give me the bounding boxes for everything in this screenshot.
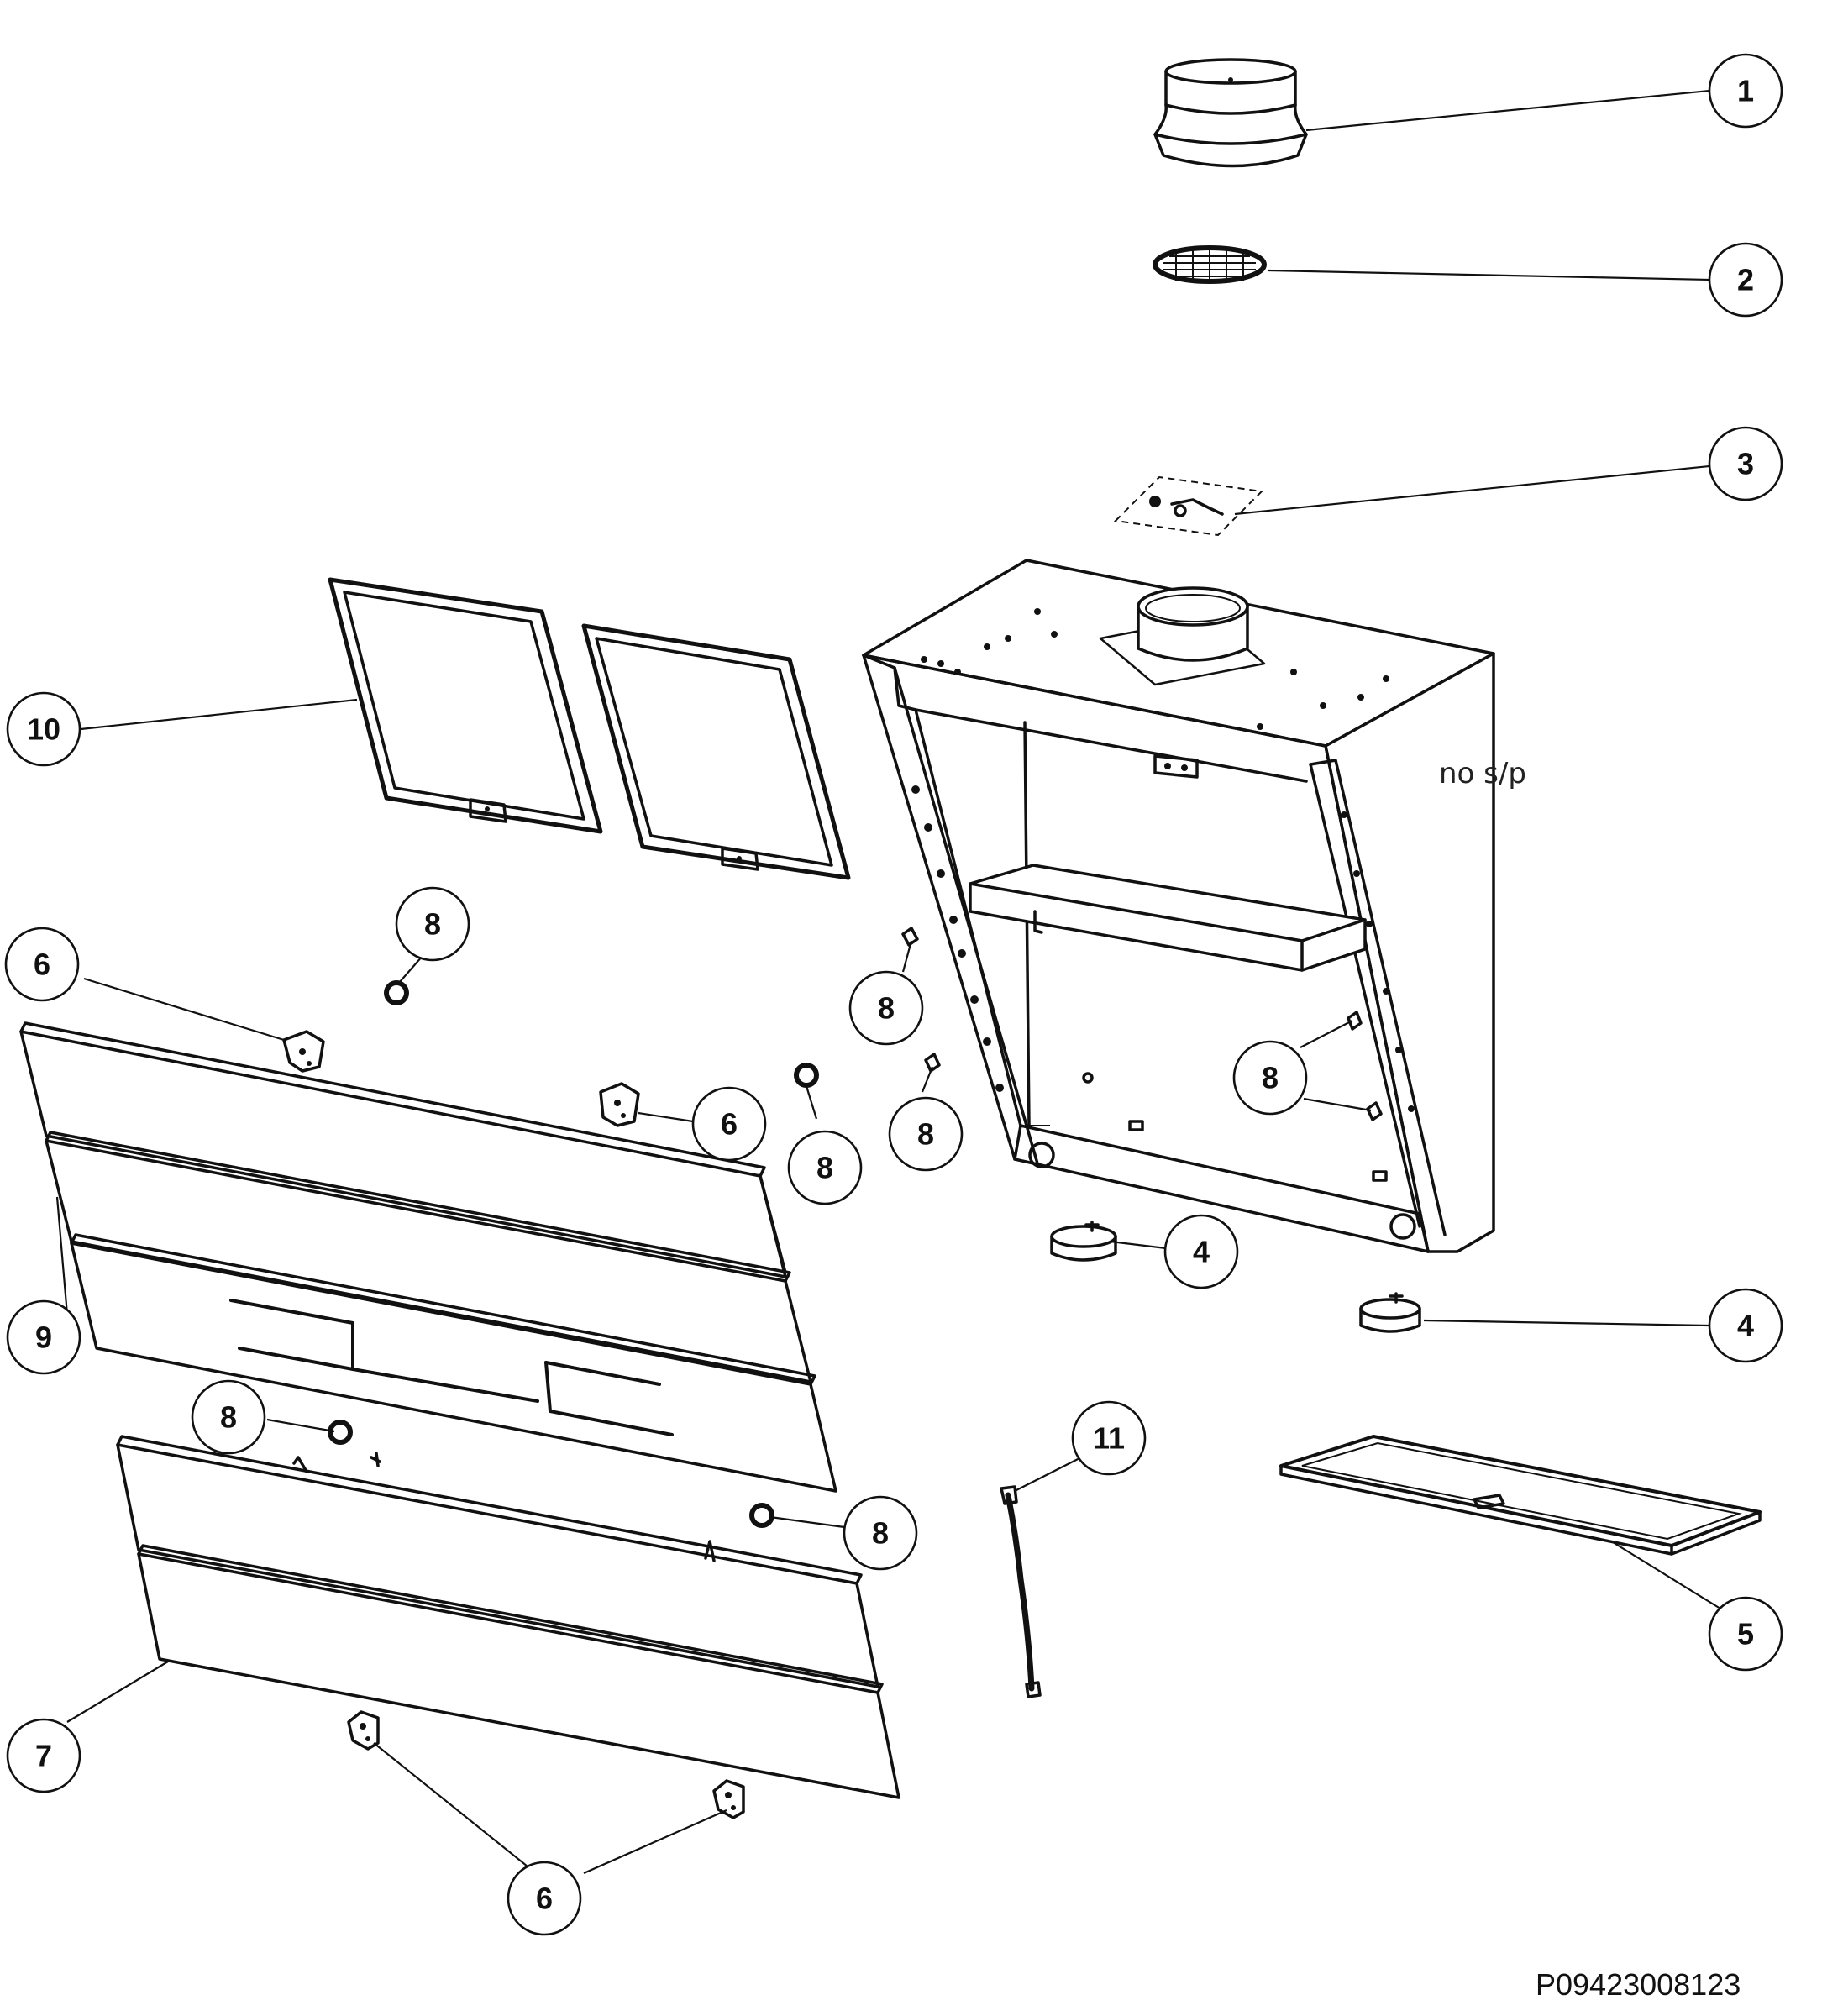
svg-text:8: 8 xyxy=(872,1516,889,1551)
callout-8-filter-area: 8 xyxy=(395,886,470,962)
callout-7: 7 xyxy=(6,1718,81,1793)
callout-6-bottom: 6 xyxy=(507,1861,582,1936)
svg-text:8: 8 xyxy=(816,1151,833,1185)
svg-text:4: 4 xyxy=(1193,1235,1210,1269)
part-grease-filters xyxy=(328,577,851,880)
callout-8-lower-right: 8 xyxy=(843,1495,918,1571)
callout-9: 9 xyxy=(6,1299,81,1375)
part-cable xyxy=(1000,1485,1042,1698)
svg-text:3: 3 xyxy=(1737,447,1754,481)
callout-6-top-left: 6 xyxy=(4,927,80,1002)
svg-text:8: 8 xyxy=(1262,1061,1279,1095)
callout-8-right-rail: 8 xyxy=(1232,1040,1308,1116)
document-id: P09423008123 xyxy=(1536,1967,1741,2002)
svg-text:7: 7 xyxy=(35,1739,52,1773)
part-round-grille xyxy=(1153,245,1267,284)
svg-text:8: 8 xyxy=(878,991,895,1026)
part-screws xyxy=(328,927,1383,1528)
svg-text:2: 2 xyxy=(1737,263,1754,297)
callout-3: 3 xyxy=(1708,426,1783,501)
callout-1: 1 xyxy=(1708,53,1783,129)
callout-8-left-rail-lower: 8 xyxy=(888,1096,964,1172)
svg-text:5: 5 xyxy=(1737,1617,1754,1651)
part-lower-front-panel xyxy=(116,1435,900,1799)
svg-text:8: 8 xyxy=(917,1117,934,1152)
part-lamps xyxy=(1050,1221,1421,1333)
part-hinge-brackets xyxy=(282,1030,745,1819)
part-small-component xyxy=(1113,475,1264,537)
part-hood-body xyxy=(862,559,1495,1253)
svg-text:11: 11 xyxy=(1093,1421,1125,1456)
svg-text:9: 9 xyxy=(35,1320,52,1355)
callout-8-lower-left: 8 xyxy=(191,1379,266,1455)
svg-text:8: 8 xyxy=(220,1400,237,1435)
callout-4-left: 4 xyxy=(1163,1214,1239,1289)
leader-lines xyxy=(55,89,1721,1875)
part-duct-collar xyxy=(1153,58,1308,168)
part-upper-front-panel xyxy=(19,1021,837,1493)
callout-5: 5 xyxy=(1708,1596,1783,1672)
svg-text:8: 8 xyxy=(424,907,441,942)
svg-text:6: 6 xyxy=(536,1882,553,1916)
svg-text:6: 6 xyxy=(721,1107,738,1142)
callout-11: 11 xyxy=(1071,1400,1147,1476)
callout-8-left-rail-upper: 8 xyxy=(848,970,924,1046)
part-flat-filter xyxy=(1279,1435,1762,1556)
svg-text:1: 1 xyxy=(1737,74,1754,108)
callout-10: 10 xyxy=(6,691,81,767)
callout-4-right: 4 xyxy=(1708,1288,1783,1363)
callout-2: 2 xyxy=(1708,242,1783,318)
svg-text:10: 10 xyxy=(27,712,60,747)
note-no-sp: no s/p xyxy=(1439,757,1526,790)
callout-8-center: 8 xyxy=(787,1130,863,1205)
svg-text:4: 4 xyxy=(1737,1309,1754,1343)
callout-6-middle: 6 xyxy=(691,1086,767,1162)
svg-text:6: 6 xyxy=(34,948,50,982)
